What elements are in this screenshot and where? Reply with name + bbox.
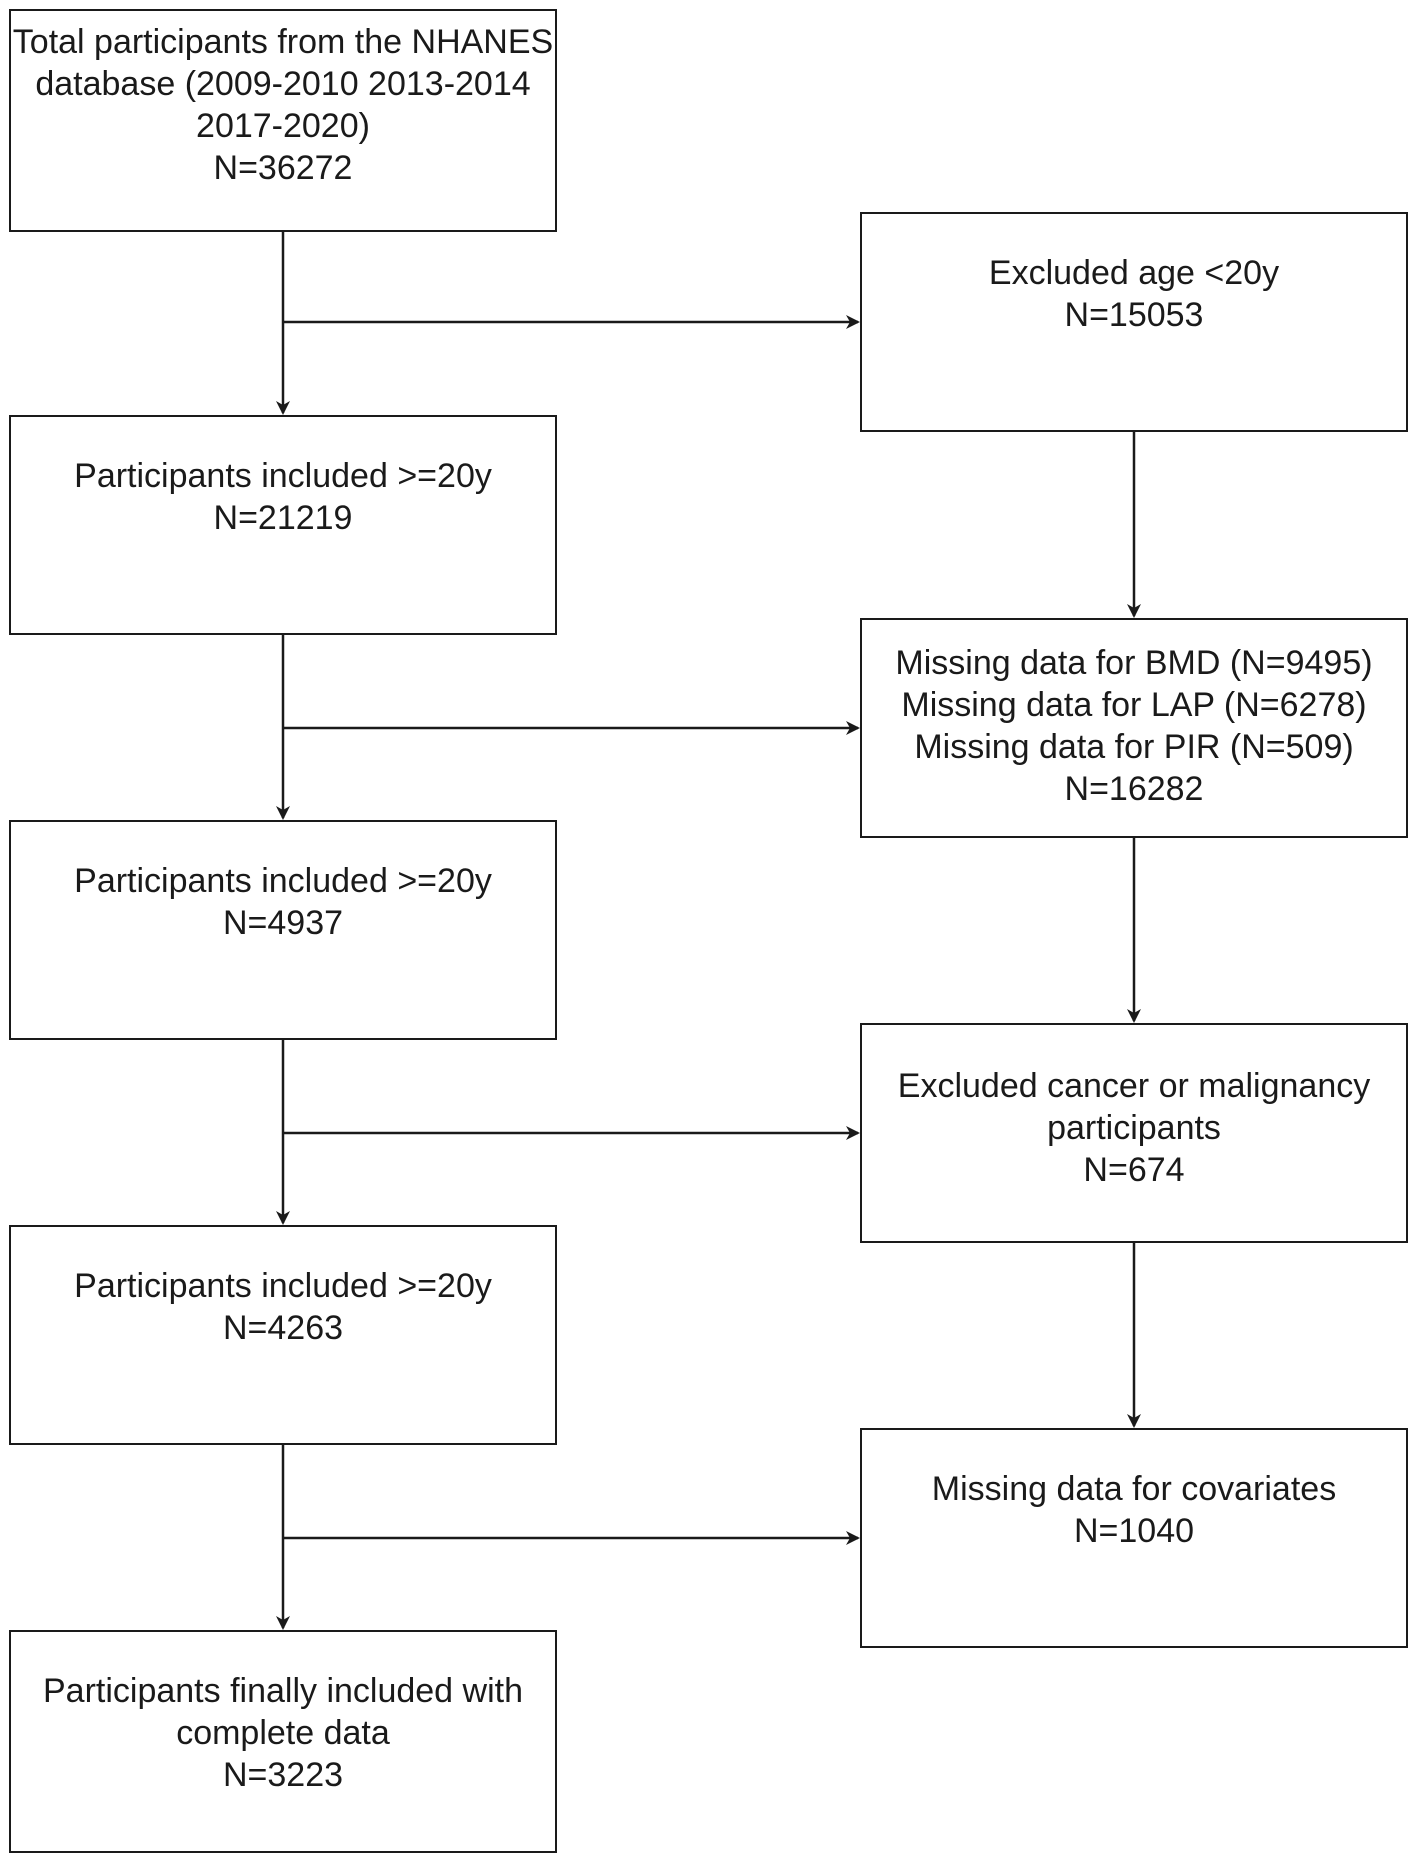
box-count: N=1040 bbox=[1073, 1512, 1195, 1550]
box-count: N=4263 bbox=[222, 1309, 344, 1347]
box-count: N=674 bbox=[1083, 1151, 1185, 1189]
missing-covariates-box: Missing data for covariates N=1040 bbox=[860, 1428, 1408, 1648]
box-text-line: Excluded cancer or malignancy bbox=[897, 1067, 1371, 1105]
included-box-3: Participants included >=20y N=4263 bbox=[9, 1225, 557, 1445]
box-count: N=36272 bbox=[213, 149, 353, 187]
box-count: N=4937 bbox=[222, 904, 344, 942]
box-text-line: Participants included >=20y bbox=[74, 862, 492, 900]
included-box-1: Participants included >=20y N=21219 bbox=[9, 415, 557, 635]
missing-data-box: Missing data for BMD (N=9495) Missing da… bbox=[860, 618, 1408, 838]
box-count: N=21219 bbox=[213, 499, 353, 537]
total-participants-box: Total participants from the NHANES datab… bbox=[9, 9, 557, 232]
box-text-line: Missing data for BMD (N=9495) bbox=[895, 644, 1373, 682]
box-text-line: database (2009-2010 2013-2014 bbox=[35, 65, 531, 103]
box-text-line: Missing data for LAP (N=6278) bbox=[901, 686, 1367, 724]
box-text-line: Participants included >=20y bbox=[74, 457, 492, 495]
box-text-line: participants bbox=[1047, 1109, 1221, 1147]
box-text-line: complete data bbox=[176, 1714, 390, 1752]
box-count: N=15053 bbox=[1064, 296, 1204, 334]
included-box-2: Participants included >=20y N=4937 bbox=[9, 820, 557, 1040]
box-count: N=3223 bbox=[222, 1756, 344, 1794]
final-included-box: Participants finally included with compl… bbox=[9, 1630, 557, 1853]
excluded-age-box: Excluded age <20y N=15053 bbox=[860, 212, 1408, 432]
box-text-line: Missing data for covariates bbox=[931, 1470, 1337, 1508]
box-text-line: Participants finally included with bbox=[42, 1672, 524, 1710]
box-text-line: Participants included >=20y bbox=[74, 1267, 492, 1305]
box-count: N=16282 bbox=[1064, 770, 1204, 808]
box-text-line: Excluded age <20y bbox=[988, 254, 1280, 292]
box-text-line: Missing data for PIR (N=509) bbox=[914, 728, 1354, 766]
excluded-cancer-box: Excluded cancer or malignancy participan… bbox=[860, 1023, 1408, 1243]
box-text-line: 2017-2020) bbox=[196, 107, 370, 145]
box-text-line: Total participants from the NHANES bbox=[12, 23, 554, 61]
